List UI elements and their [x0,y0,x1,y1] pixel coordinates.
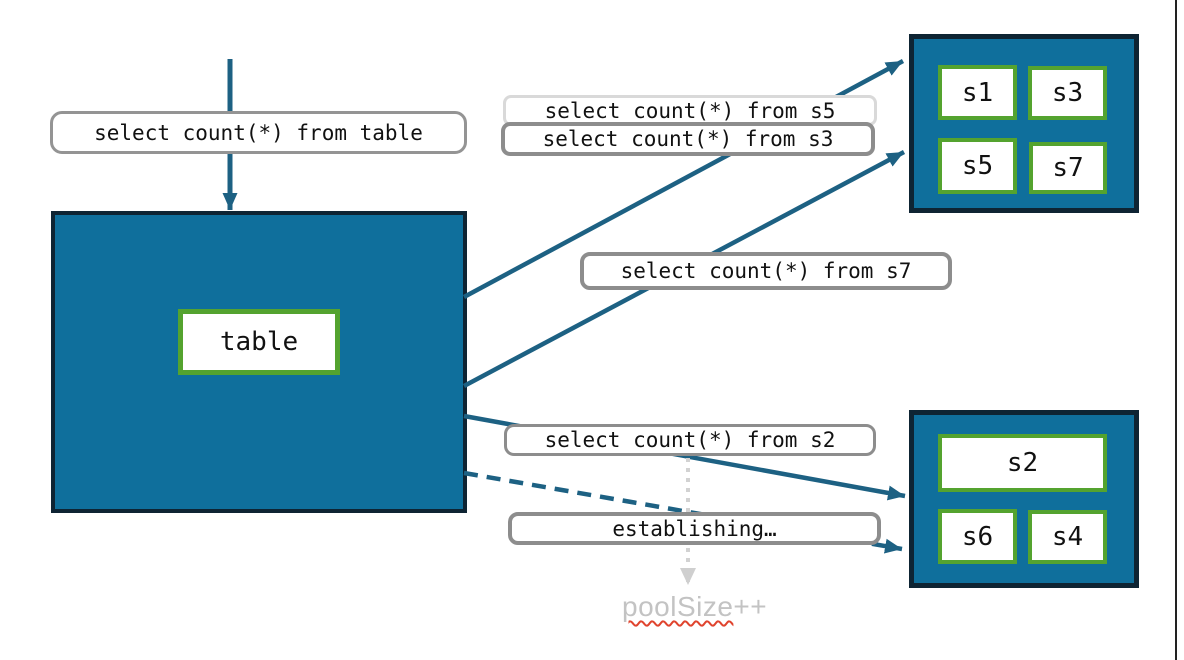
callout-establishing-text: establishing… [612,516,777,541]
callout-query-s2: select count(*) from s2 [504,424,876,456]
shard-cell-s5: s5 [938,138,1017,194]
shard-label-s5: s5 [961,151,994,181]
right-edge-rule [1175,0,1177,660]
callout-query-s3: select count(*) from s3 [501,122,875,156]
table-node-label: table [219,327,299,357]
shard-label-s3: s3 [1051,78,1084,108]
shard-cell-s7: s7 [1029,142,1107,194]
shard-label-s4: s4 [1051,522,1084,552]
callout-query-s2-text: select count(*) from s2 [544,428,836,452]
shard-label-s6: s6 [961,521,994,552]
shard-cell-s1: s1 [938,65,1017,120]
callout-query-table-text: select count(*) from table [94,120,423,145]
shard-cell-s6: s6 [938,509,1017,564]
pool-size-annotation: poolSize++ [622,591,767,623]
shard-cell-s4: s4 [1028,510,1107,564]
pool-size-suffix: ++ [733,591,768,622]
shard-label-s7: s7 [1052,153,1084,183]
callout-establishing: establishing… [508,512,881,545]
callout-query-s7-text: select count(*) from s7 [620,259,912,283]
callout-query-s3-text: select count(*) from s3 [542,127,834,151]
table-node-label-cell: table [178,309,340,375]
callout-query-s7: select count(*) from s7 [580,252,952,290]
shard-label-s2: s2 [1006,448,1039,478]
callout-query-table: select count(*) from table [50,111,467,154]
callout-query-s5-text: select count(*) from s5 [544,98,836,123]
shard-cell-s3: s3 [1028,66,1107,120]
pool-size-word: poolSize [622,591,734,622]
shard-cell-s2: s2 [938,434,1107,492]
shard-label-s1: s1 [961,77,994,108]
